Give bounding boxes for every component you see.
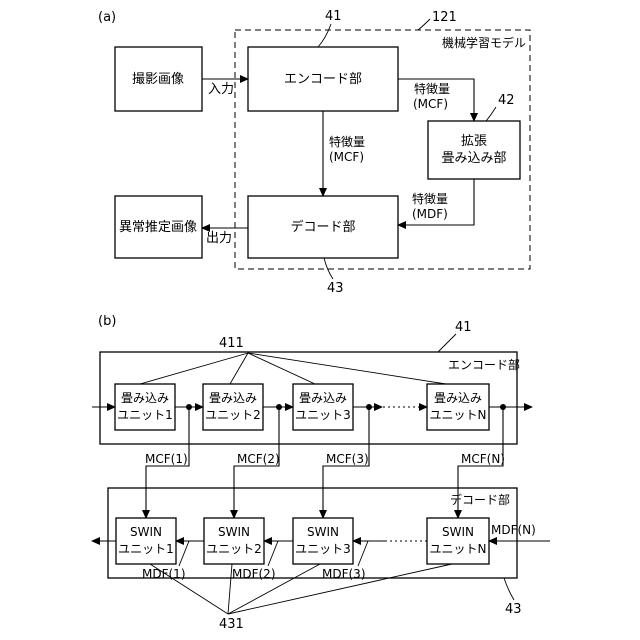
mcf-3-label: MCF(3) (326, 452, 369, 466)
ml-model-leader (418, 19, 430, 30)
output-label: 出力 (206, 231, 232, 246)
conv-unit-3-line2: ユニット3 (295, 408, 351, 422)
mcf-right-sub: (MCF) (413, 97, 448, 111)
mcf-right-label: 特徴量 (414, 81, 450, 96)
part-b: (b) エンコード部 41 畳み込み ユニット1 畳み込み ユニット2 畳み込み… (92, 314, 550, 632)
encoder-frame-leader (438, 334, 456, 352)
mcf-1-label: MCF(1) (145, 452, 188, 466)
mdf-tick-2 (268, 541, 278, 566)
swin-unit-3-line1: SWIN (307, 525, 339, 539)
encoder-ref: 41 (325, 9, 342, 24)
swin-leader-2 (228, 564, 232, 614)
swin-unit-2-line2: ユニット2 (206, 542, 262, 556)
swin-unit-n-line2: ユニットN (430, 542, 487, 556)
decoder-frame-ref: 43 (505, 602, 522, 617)
encoder-frame-label: エンコード部 (448, 357, 520, 372)
mdf-sub: (MDF) (412, 207, 448, 221)
output-image-label: 異常推定画像 (119, 220, 197, 235)
input-label: 入力 (208, 82, 234, 97)
conv-unit-n-line2: ユニットN (430, 408, 487, 422)
decoder-label: デコード部 (290, 219, 355, 235)
conv-unit-n-line1: 畳み込み (434, 391, 482, 405)
conv-unit-2-line2: ユニット2 (205, 408, 261, 422)
swin-units-ref: 431 (219, 617, 244, 632)
swin-unit-3-line2: ユニット3 (295, 542, 351, 556)
conv-unit-3-line1: 畳み込み (299, 391, 347, 405)
mdf-label: 特徴量 (412, 191, 448, 206)
expand-conv-line1: 拡張 (461, 134, 487, 149)
mdf-3-label: MDF(3) (322, 567, 366, 581)
swin-unit-1-line1: SWIN (130, 525, 162, 539)
part-a-label: (a) (98, 10, 116, 25)
mdf-2-label: MDF(2) (232, 567, 276, 581)
expand-conv-ref: 42 (498, 93, 515, 108)
mdf-n-label: MDF(N) (491, 523, 536, 537)
expand-conv-leader (486, 107, 496, 121)
conv-units-ref: 411 (219, 336, 244, 351)
mdf-1-label: MDF(1) (142, 567, 186, 581)
decoder-ref: 43 (327, 281, 344, 296)
encoder-frame-ref: 41 (455, 320, 472, 335)
mcf-down-sub: (MCF) (329, 150, 364, 164)
swin-leader-1 (150, 564, 228, 614)
encoder-label: エンコード部 (284, 72, 362, 87)
conv-unit-1-line2: ユニット1 (117, 408, 173, 422)
swin-unit-1-line2: ユニット1 (118, 542, 174, 556)
encoder-leader (318, 24, 331, 47)
conv-leader-n (248, 353, 446, 384)
conv-unit-2-line1: 畳み込み (209, 391, 257, 405)
part-a: (a) 機械学習モデル 121 エンコード部 41 撮影画像 入力 拡張 畳み込… (98, 9, 530, 296)
decoder-frame-leader (504, 578, 514, 600)
expand-conv-box (428, 121, 520, 179)
mdf-tick-1 (179, 541, 189, 566)
mdf-tick-3 (358, 541, 368, 566)
mcf-2-label: MCF(2) (237, 452, 280, 466)
mcf-n-label: MCF(N) (461, 452, 505, 466)
conv-leader-1 (140, 353, 248, 384)
swin-unit-n-line1: SWIN (442, 525, 474, 539)
expand-conv-line2: 畳み込み部 (441, 151, 506, 166)
mcf-down-label: 特徴量 (329, 134, 365, 149)
conv-unit-1-line1: 畳み込み (121, 391, 169, 405)
conv-leader-3 (248, 353, 315, 384)
ml-model-label: 機械学習モデル (442, 35, 526, 50)
decoder-frame-label: デコード部 (450, 492, 510, 507)
part-b-label: (b) (98, 314, 116, 329)
ml-model-ref: 121 (432, 10, 457, 25)
input-image-label: 撮影画像 (132, 71, 184, 87)
swin-unit-2-line1: SWIN (218, 525, 250, 539)
